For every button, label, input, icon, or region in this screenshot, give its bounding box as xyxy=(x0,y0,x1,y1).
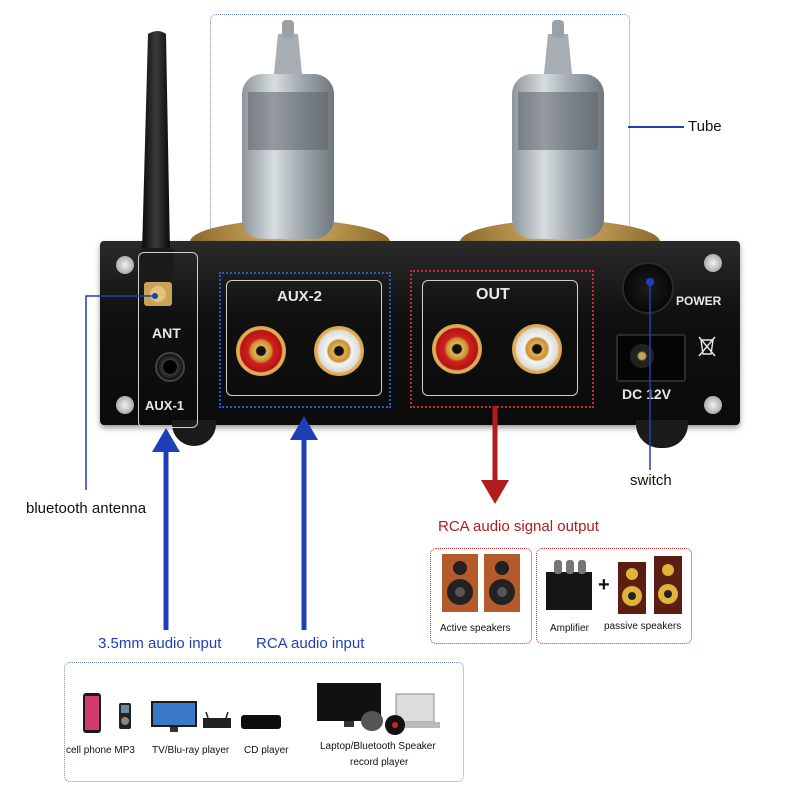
ant-label: ANT xyxy=(152,325,181,341)
cd-player-label: CD player xyxy=(244,745,289,756)
antenna-icon xyxy=(140,31,174,306)
laptop-icon xyxy=(390,693,440,728)
bluray-player-icon xyxy=(203,712,231,728)
record-player-label: record player xyxy=(350,757,409,768)
out-right-rca-jack[interactable] xyxy=(512,324,562,374)
weee-bin-icon xyxy=(698,336,716,357)
cell-phone-icon xyxy=(83,693,101,733)
sources-box xyxy=(64,662,464,782)
bluetooth-antenna-label: bluetooth antenna xyxy=(26,500,147,517)
rca-output-label: RCA audio signal output xyxy=(438,518,599,535)
input-35mm-label: 3.5mm audio input xyxy=(98,635,222,652)
aux1-jack[interactable] xyxy=(155,352,185,382)
screw-icon xyxy=(704,396,722,414)
cd-player-icon xyxy=(241,715,281,729)
laptop-speaker-label: Laptop/Bluetooth Speaker xyxy=(320,741,436,752)
screw-icon xyxy=(116,396,134,414)
ant-aux1-frame xyxy=(138,252,198,428)
plus-sign: + xyxy=(598,574,610,596)
phone-mp3-label: cell phone MP3 xyxy=(66,745,135,756)
passive-speakers-icon xyxy=(618,556,682,614)
out-left-rca-jack[interactable] xyxy=(432,324,482,374)
power-button[interactable] xyxy=(622,262,674,314)
tv-bluray-label: TV/Blu-ray player xyxy=(152,745,230,756)
input-rca-label: RCA audio input xyxy=(256,635,365,652)
out-highlight xyxy=(410,270,594,408)
aux2-highlight xyxy=(219,272,391,408)
tube-callout-line xyxy=(628,126,684,128)
aux2-right-rca-jack[interactable] xyxy=(314,326,364,376)
bluetooth-speaker-icon xyxy=(361,711,383,731)
screw-icon xyxy=(704,254,722,272)
tv-icon xyxy=(151,701,197,732)
power-label: POWER xyxy=(676,294,722,308)
aux2-label: AUX-2 xyxy=(277,288,323,305)
aux1-label: AUX-1 xyxy=(145,398,185,413)
active-speakers-icon xyxy=(442,554,520,612)
amplifier-icon xyxy=(546,560,592,610)
amp-passive-box xyxy=(536,548,692,644)
aux2-frame xyxy=(226,280,382,396)
out-frame xyxy=(422,280,578,396)
amplifier-label: Amplifier xyxy=(550,623,589,634)
active-speakers-label: Active speakers xyxy=(440,623,511,634)
tube-label: Tube xyxy=(688,118,722,135)
active-speakers-box xyxy=(430,548,532,644)
out-label: OUT xyxy=(476,286,510,303)
switch-label: switch xyxy=(630,472,672,489)
screw-icon xyxy=(116,256,134,274)
dc-label: DC 12V xyxy=(622,386,672,402)
mp3-player-icon xyxy=(119,703,131,729)
passive-speakers-label: passive speakers xyxy=(604,621,682,632)
aux2-left-rca-jack[interactable] xyxy=(236,326,286,376)
record-player-icon xyxy=(385,715,405,735)
